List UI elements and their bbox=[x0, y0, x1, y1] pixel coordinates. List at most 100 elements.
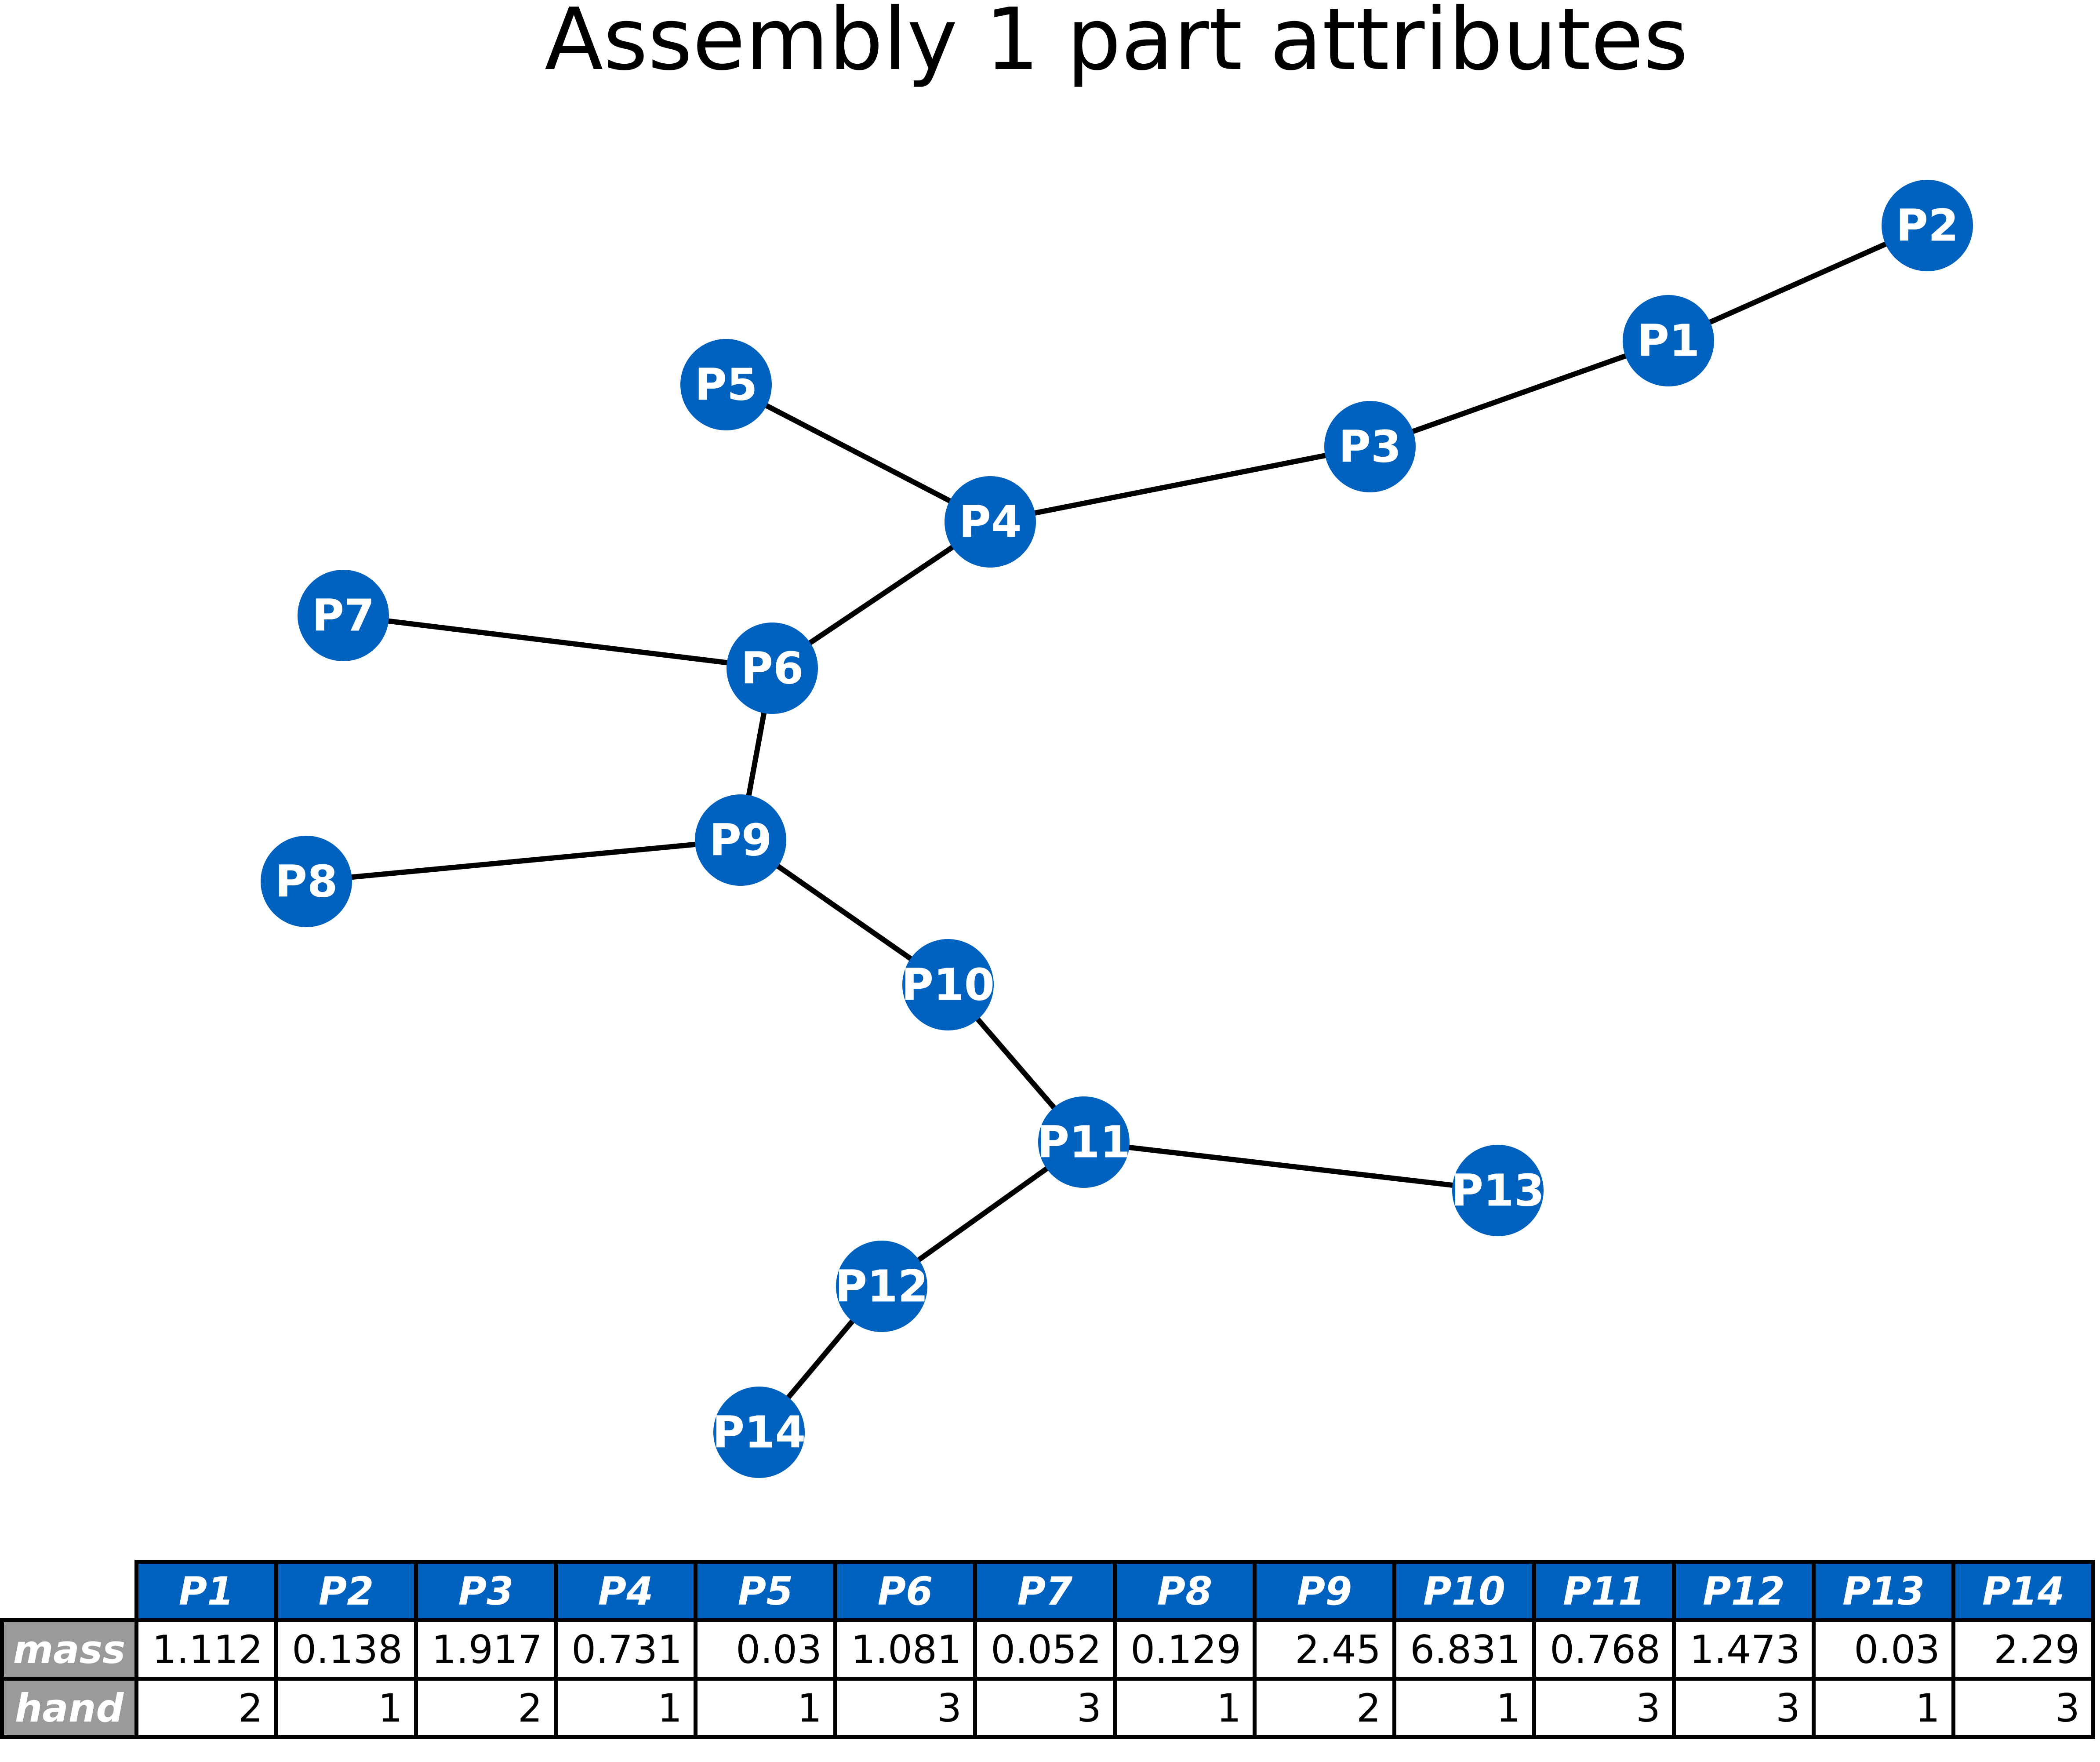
table-corner bbox=[2, 1562, 137, 1620]
node-p12: P12 bbox=[835, 1241, 928, 1332]
table-cell: 1.112 bbox=[134, 1618, 278, 1681]
node-p9: P9 bbox=[695, 794, 786, 886]
table-cell: 2.45 bbox=[1253, 1618, 1396, 1681]
table-cell: 3 bbox=[833, 1677, 977, 1739]
node-label: P1 bbox=[1637, 315, 1700, 367]
node-label: P4 bbox=[959, 496, 1022, 548]
table-row-header: hand bbox=[0, 1677, 138, 1739]
node-p2: P2 bbox=[1882, 180, 1973, 271]
node-label: P11 bbox=[1037, 1117, 1130, 1168]
node-circle bbox=[680, 339, 772, 430]
table-cell: 3 bbox=[973, 1677, 1117, 1739]
node-label: P2 bbox=[1896, 200, 1959, 251]
table-cell: 3 bbox=[1532, 1677, 1676, 1739]
table-column-header: P12 bbox=[1672, 1560, 1816, 1622]
table-cell: 2 bbox=[414, 1677, 558, 1739]
node-label: P12 bbox=[835, 1261, 928, 1312]
table-cell: 2 bbox=[1253, 1677, 1396, 1739]
table-cell: 1 bbox=[694, 1677, 837, 1739]
table-cell: 0.768 bbox=[1532, 1618, 1676, 1681]
node-p4: P4 bbox=[945, 476, 1036, 568]
node-label: P6 bbox=[741, 643, 804, 694]
table-cell: 0.03 bbox=[1812, 1618, 1955, 1681]
table-cell: 0.129 bbox=[1113, 1618, 1257, 1681]
table-column-header: P7 bbox=[973, 1560, 1117, 1622]
node-p10: P10 bbox=[901, 939, 995, 1030]
node-circle bbox=[1882, 180, 1973, 271]
table-column-header: P13 bbox=[1812, 1560, 1955, 1622]
table-cell: 2.29 bbox=[1951, 1618, 2095, 1681]
node-label: P10 bbox=[901, 959, 995, 1011]
node-p14: P14 bbox=[712, 1387, 806, 1478]
table-column-header: P2 bbox=[274, 1560, 418, 1622]
node-circle bbox=[727, 623, 818, 714]
table-column-header: P3 bbox=[414, 1560, 558, 1622]
table-cell: 1 bbox=[274, 1677, 418, 1739]
table-cell: 0.731 bbox=[554, 1618, 698, 1681]
node-label: P8 bbox=[275, 856, 338, 907]
node-p13: P13 bbox=[1451, 1145, 1544, 1236]
node-p3: P3 bbox=[1324, 401, 1416, 492]
table-cell: 1.917 bbox=[414, 1618, 558, 1681]
edge-p8-p9 bbox=[306, 837, 741, 884]
table-cell: 6.831 bbox=[1392, 1618, 1536, 1681]
node-circle bbox=[713, 1387, 805, 1478]
node-p11: P11 bbox=[1037, 1096, 1130, 1188]
edge-p1-p3 bbox=[1369, 338, 1670, 449]
table-column-header: P5 bbox=[694, 1560, 837, 1622]
table-column-header: P14 bbox=[1951, 1560, 2095, 1622]
table-cell: 0.138 bbox=[274, 1618, 418, 1681]
node-label: P14 bbox=[712, 1407, 806, 1458]
edge-p3-p4 bbox=[989, 444, 1371, 524]
edges-layer bbox=[306, 223, 1929, 1434]
table-column-header: P11 bbox=[1532, 1560, 1676, 1622]
node-circle bbox=[1452, 1145, 1544, 1236]
node-label: P5 bbox=[695, 359, 758, 411]
node-circle bbox=[298, 570, 389, 661]
node-p6: P6 bbox=[727, 623, 818, 714]
node-circle bbox=[261, 836, 352, 927]
edge-p11-p13 bbox=[1083, 1139, 1498, 1193]
node-circle bbox=[1623, 295, 1714, 386]
table-column-header: P6 bbox=[833, 1560, 977, 1622]
table-cell: 2 bbox=[134, 1677, 278, 1739]
edge-p5-p4 bbox=[725, 382, 992, 524]
diagram-title: Assembly 1 part attributes bbox=[545, 0, 1688, 89]
node-circle bbox=[1038, 1096, 1130, 1188]
node-p5: P5 bbox=[680, 339, 772, 430]
table-cell: 0.03 bbox=[694, 1618, 837, 1681]
node-circle bbox=[836, 1241, 927, 1332]
node-p7: P7 bbox=[298, 570, 389, 661]
table-column-header: P9 bbox=[1253, 1560, 1396, 1622]
table-cell: 1.473 bbox=[1672, 1618, 1816, 1681]
node-p1: P1 bbox=[1623, 295, 1714, 386]
node-circle bbox=[945, 476, 1036, 568]
table-cell: 3 bbox=[1951, 1677, 2095, 1739]
table-column-header: P4 bbox=[554, 1560, 698, 1622]
node-label: P7 bbox=[312, 590, 375, 641]
table-cell: 1 bbox=[1812, 1677, 1955, 1739]
node-label: P13 bbox=[1451, 1165, 1544, 1216]
node-circle bbox=[902, 939, 994, 1030]
node-circle bbox=[695, 794, 786, 886]
node-label: P3 bbox=[1339, 421, 1402, 473]
table-cell: 1.081 bbox=[833, 1618, 977, 1681]
table-cell: 0.052 bbox=[973, 1618, 1117, 1681]
table-cell: 1 bbox=[1392, 1677, 1536, 1739]
node-circle bbox=[1324, 401, 1416, 492]
table-column-header: P10 bbox=[1392, 1560, 1536, 1622]
node-label: P9 bbox=[709, 815, 772, 866]
table-row-header: mass bbox=[0, 1618, 138, 1681]
table-cell: 3 bbox=[1672, 1677, 1816, 1739]
table-column-header: P8 bbox=[1113, 1560, 1257, 1622]
edge-p7-p6 bbox=[343, 613, 773, 671]
edge-p2-p1 bbox=[1667, 223, 1929, 343]
table-cell: 1 bbox=[1113, 1677, 1257, 1739]
node-p8: P8 bbox=[261, 836, 352, 927]
